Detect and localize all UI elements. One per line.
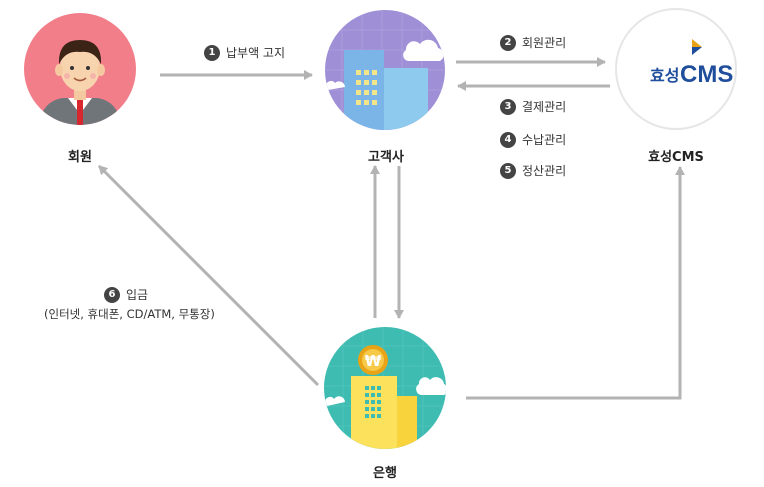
step-6-detail: (인터넷, 휴대폰, CD/ATM, 무통장) xyxy=(44,307,215,321)
step-6: 6 입금 xyxy=(104,286,148,303)
step-1: 1 납부액 고지 xyxy=(204,44,285,61)
company-label: 고객사 xyxy=(368,150,404,165)
step-label: 정산관리 xyxy=(522,164,567,178)
step-label: 회원관리 xyxy=(522,36,567,50)
step-label: 납부액 고지 xyxy=(226,46,286,60)
cms-node: 효성 CMS xyxy=(614,7,738,131)
building-icon xyxy=(325,10,445,130)
step-5: 5 정산관리 xyxy=(500,162,566,179)
step-label: 입금 xyxy=(126,288,149,302)
arrow-bank-to-member xyxy=(97,164,320,387)
step-2: 2 회원관리 xyxy=(500,34,566,51)
bank-building-icon: ₩ xyxy=(324,327,446,449)
cms-logo: 효성 CMS xyxy=(615,8,737,130)
step-number: 4 xyxy=(500,131,516,148)
cms-logo-text-en: CMS xyxy=(680,61,733,88)
step-number: 1 xyxy=(204,44,220,61)
step-label: 수납관리 xyxy=(522,133,567,147)
cms-logo-text-ko: 효성 xyxy=(650,67,679,85)
company-node xyxy=(322,10,448,136)
step-label: 결제관리 xyxy=(522,100,567,114)
member-node xyxy=(24,10,136,130)
bank-node: ₩ xyxy=(323,326,447,450)
step-number: 5 xyxy=(500,162,516,179)
step-3: 3 결제관리 xyxy=(500,98,566,115)
person-icon xyxy=(24,13,136,125)
step-number: 2 xyxy=(500,34,516,51)
step-number: 6 xyxy=(104,286,120,303)
arrow-bank-to-cms xyxy=(466,166,685,400)
member-label: 회원 xyxy=(68,150,92,165)
bank-label: 은행 xyxy=(373,466,397,481)
cms-label: 효성CMS xyxy=(648,150,704,165)
step-4: 4 수납관리 xyxy=(500,131,566,148)
won-symbol: ₩ xyxy=(365,352,382,370)
step-number: 3 xyxy=(500,98,516,115)
